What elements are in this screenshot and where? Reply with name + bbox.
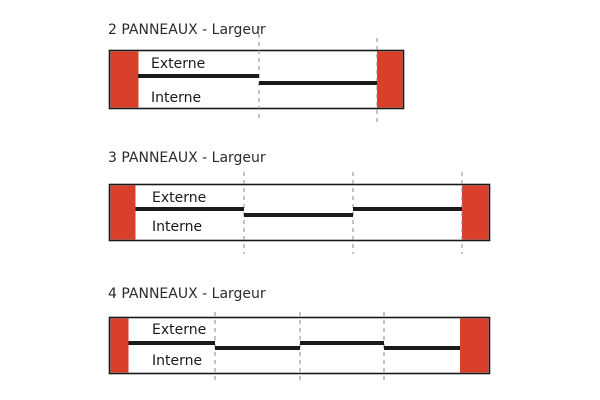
sliding-panel-outer bbox=[135, 207, 244, 211]
left-jamb bbox=[110, 51, 139, 108]
sliding-panel-inner bbox=[384, 346, 460, 350]
sliding-panel-inner bbox=[215, 346, 300, 350]
diagram-4-panels: 4 PANNEAUX - Largeur Externe Interne bbox=[108, 286, 491, 384]
right-jamb bbox=[462, 185, 489, 240]
diagram-title: 2 PANNEAUX - Largeur bbox=[108, 22, 266, 38]
right-jamb bbox=[460, 318, 489, 373]
frame bbox=[108, 183, 491, 242]
diagram-3-panels: 3 PANNEAUX - Largeur Externe Interne bbox=[108, 150, 491, 254]
track-label-outer: Externe bbox=[152, 190, 206, 206]
frame bbox=[108, 49, 405, 110]
track-label-outer: Externe bbox=[151, 56, 205, 72]
track-label-inner: Interne bbox=[152, 353, 202, 369]
right-jamb bbox=[377, 51, 403, 108]
track-label-inner: Interne bbox=[151, 90, 201, 106]
sliding-panel-outer bbox=[128, 341, 215, 345]
diagram-title: 3 PANNEAUX - Largeur bbox=[108, 150, 266, 166]
sliding-panel-inner bbox=[244, 213, 353, 217]
left-jamb bbox=[110, 318, 129, 373]
sliding-panel-outer bbox=[353, 207, 462, 211]
track-label-inner: Interne bbox=[152, 219, 202, 235]
sliding-panel-outer bbox=[300, 341, 384, 345]
sliding-panel-inner bbox=[259, 81, 377, 85]
sliding-panel-outer bbox=[138, 74, 259, 78]
diagram-2-panels: 2 PANNEAUX - Largeur Externe Interne bbox=[108, 22, 405, 124]
track-label-outer: Externe bbox=[152, 322, 206, 338]
left-jamb bbox=[110, 185, 136, 240]
diagram-title: 4 PANNEAUX - Largeur bbox=[108, 286, 266, 302]
